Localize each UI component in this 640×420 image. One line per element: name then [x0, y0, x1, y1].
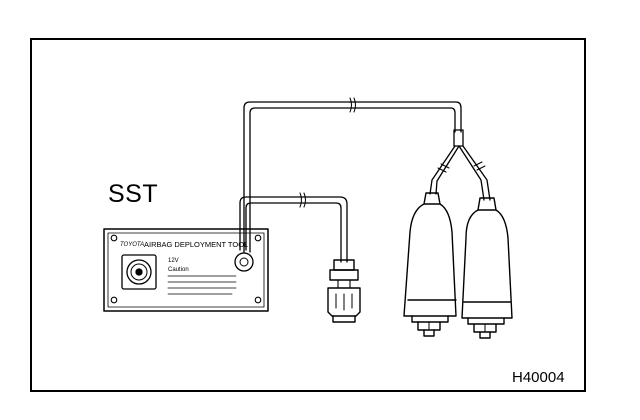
panel-line-2: Caution — [168, 267, 189, 273]
right-test-clip-icon — [461, 197, 513, 339]
plug-connector-icon — [327, 259, 361, 323]
figure-code: H40004 — [512, 369, 565, 386]
cable-splitter — [429, 129, 491, 201]
panel-title: AIRBAG DEPLOYMENT TOOL — [144, 240, 248, 249]
panel-prefix: TOYOTA — [120, 242, 144, 248]
deployment-tool-box — [103, 228, 269, 312]
lower-cable — [239, 192, 348, 263]
activation-button-icon — [121, 254, 157, 290]
left-test-clip-icon — [403, 192, 457, 337]
panel-line-1: 12V — [168, 258, 179, 264]
upper-cable — [243, 97, 462, 253]
illustration-frame — [30, 38, 586, 392]
sst-label: SST — [108, 180, 159, 208]
caution-label-lines — [167, 275, 237, 295]
